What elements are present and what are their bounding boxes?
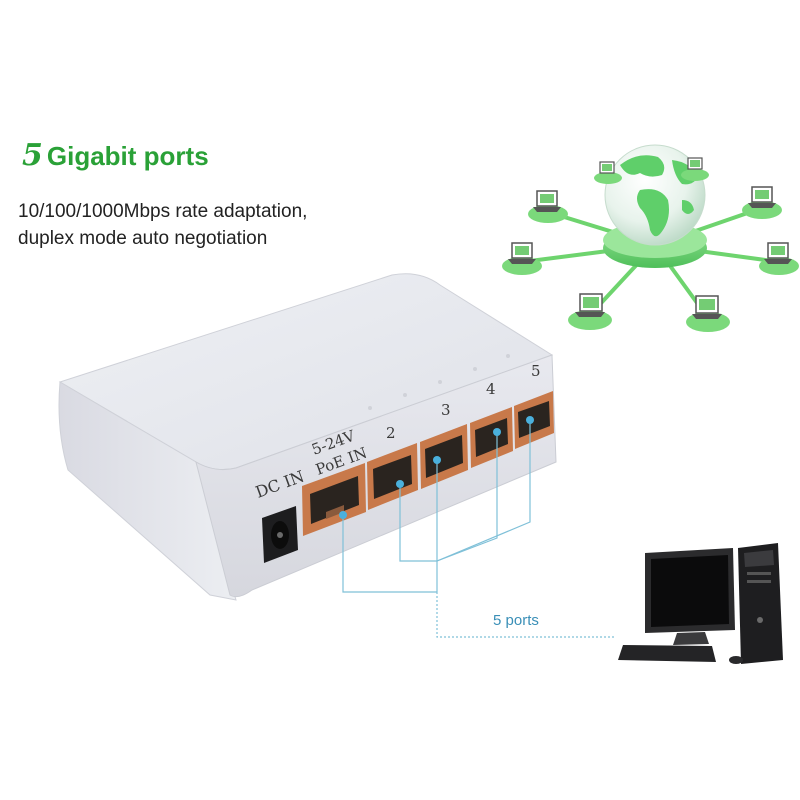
headline-text: Gigabit ports <box>46 141 209 171</box>
port-number-3: 3 <box>441 401 451 419</box>
ethernet-port-5 <box>514 391 554 449</box>
ethernet-port-2 <box>367 443 418 510</box>
port-number-2: 2 <box>386 424 396 442</box>
ports-callout-label: 5 ports <box>493 612 539 629</box>
port-number-4: 4 <box>486 380 496 398</box>
ethernet-port-4 <box>470 407 513 468</box>
ethernet-port-1 <box>302 463 366 536</box>
description-line-2: duplex mode auto negotiation <box>18 228 268 249</box>
headline-number: 5 <box>22 138 43 173</box>
ethernet-port-3 <box>420 424 468 489</box>
dc-power-jack <box>262 506 298 563</box>
desktop-computer-icon <box>618 543 783 664</box>
callout-lines <box>342 420 615 638</box>
description-line-1: 10/100/1000Mbps rate adaptation, <box>18 201 308 222</box>
port-number-5: 5 <box>531 362 541 380</box>
